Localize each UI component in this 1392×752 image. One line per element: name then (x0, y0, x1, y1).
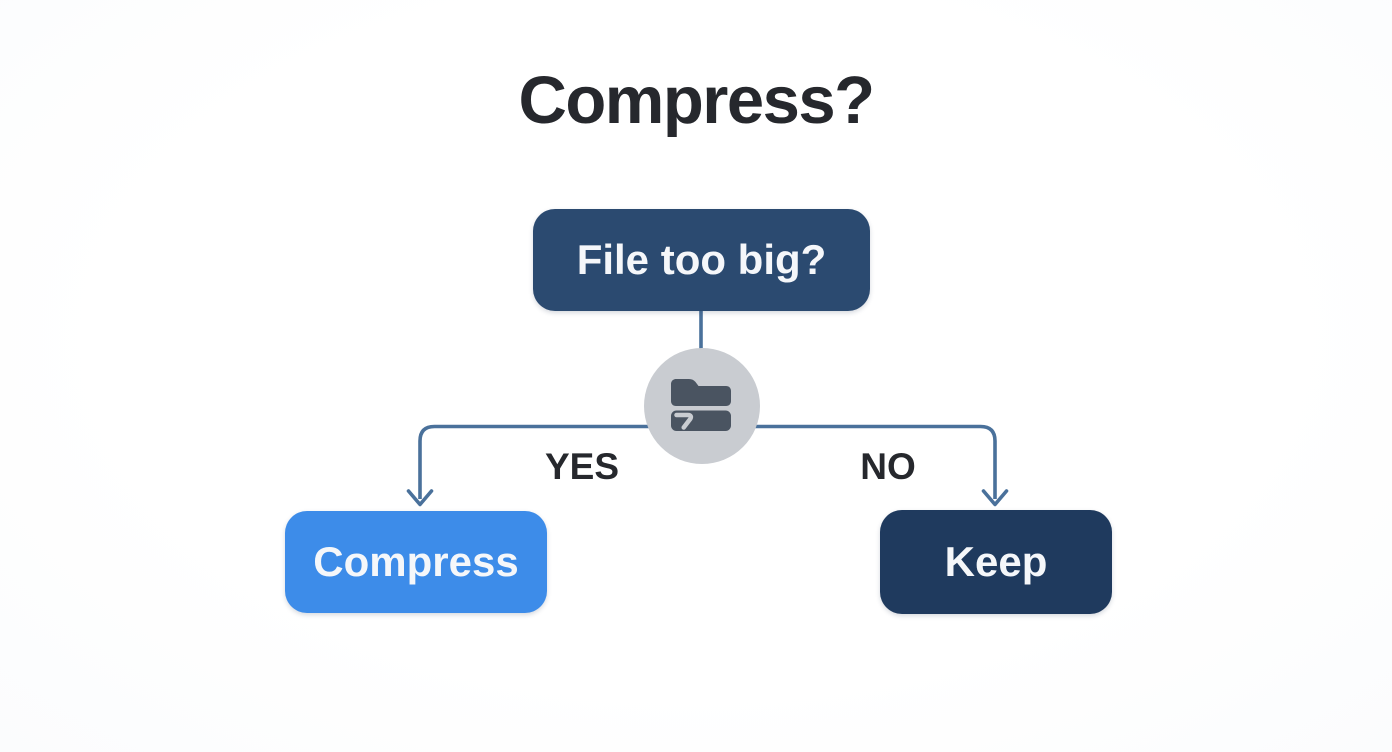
decision-node-file-too-big: File too big? (533, 209, 870, 311)
arrowhead-no (981, 489, 1009, 507)
zip-folder-icon (644, 348, 760, 464)
action-node-keep: Keep (880, 510, 1112, 614)
compress-node-label: Compress (313, 538, 519, 585)
decision-node-label: File too big? (576, 236, 827, 283)
action-node-compress: Compress (285, 511, 547, 613)
keep-node-label: Keep (944, 538, 1048, 585)
branch-label-no: NO (860, 446, 916, 487)
zip-folder-icon-glyph (671, 379, 731, 431)
page-title: Compress? (518, 63, 875, 138)
branch-label-yes: YES (544, 446, 620, 487)
arrowhead-yes (406, 489, 434, 507)
